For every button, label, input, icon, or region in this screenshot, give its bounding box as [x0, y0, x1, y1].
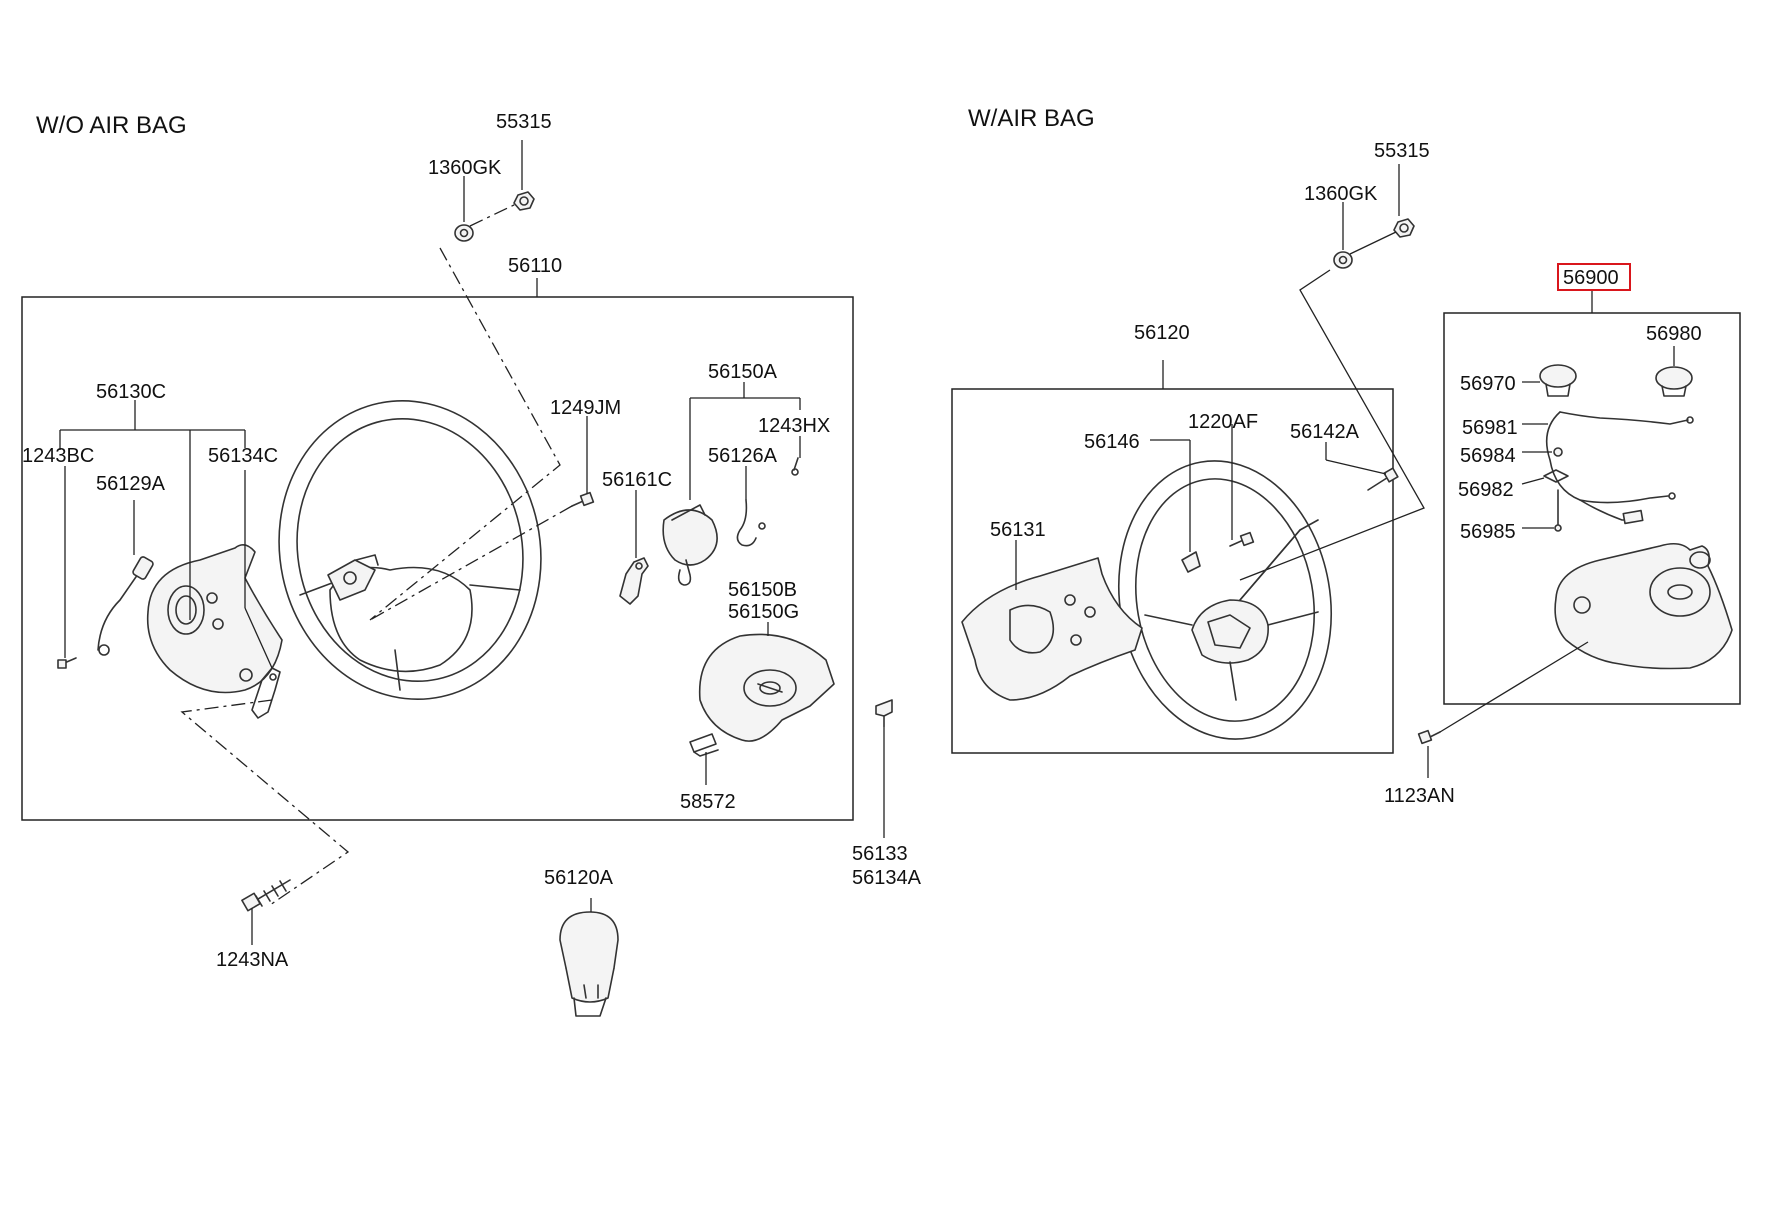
label-56126a: 56126A [708, 445, 778, 467]
nut-55315-right-part [1393, 218, 1415, 238]
horn-button-56980-part [1655, 366, 1693, 397]
nut-55315-part [513, 191, 535, 211]
label-56129a: 56129A [96, 473, 166, 495]
label-56120a: 56120A [544, 867, 614, 889]
right-assembly-group: 55315 1360GK 56120 56146 1220AF 56142A 5… [951, 140, 1741, 807]
label-56150g: 56150G [728, 601, 799, 623]
back-cover-56131-part [961, 557, 1143, 701]
label-56900: 56900 [1563, 267, 1619, 289]
label-56133: 56133 [852, 843, 908, 865]
label-56134a: 56134A [852, 867, 922, 889]
label-56146: 56146 [1084, 431, 1140, 453]
cover-56130c-part [146, 544, 283, 694]
spinner-knob-56120a-part [559, 911, 619, 1017]
label-56981: 56981 [1462, 417, 1518, 439]
screw-1243hx-part [791, 457, 799, 476]
label-1243bc: 1243BC [22, 445, 94, 467]
steering-wheel-56120-part [1117, 460, 1333, 740]
wire-56126a-part [736, 499, 766, 547]
label-58572: 58572 [680, 791, 736, 813]
horn-contact-56129a-part [97, 556, 154, 656]
steering-wheel-56110-part [278, 400, 542, 700]
label-1360gk-right: 1360GK [1304, 183, 1378, 205]
label-55315-right: 55315 [1374, 140, 1430, 162]
label-56134c: 56134C [208, 445, 278, 467]
label-56150b: 56150B [728, 579, 797, 601]
screw-1123an-part [1417, 729, 1441, 745]
screw-56142a-part [1367, 467, 1399, 491]
clip-56133-part [875, 699, 893, 727]
label-56130c: 56130C [96, 381, 166, 403]
bracket-56134c-part [251, 667, 281, 719]
screw-1243na-part [241, 879, 291, 912]
section-title-with-airbag: W/AIR BAG [968, 105, 1095, 132]
bracket-56982-part [1543, 469, 1569, 483]
label-56142a: 56142A [1290, 421, 1360, 443]
airbag-module-56900-part [1554, 542, 1733, 670]
screw-1243bc-part [57, 657, 77, 669]
label-56985: 56985 [1460, 521, 1516, 543]
horn-pad-56150b-part [698, 633, 835, 742]
clock-spring-56150a-part [662, 504, 718, 586]
highlight-box-56900 [1557, 263, 1631, 291]
label-56970: 56970 [1460, 373, 1516, 395]
label-1249jm: 1249JM [550, 397, 621, 419]
horn-button-56970-part [1539, 364, 1577, 397]
washer-1360gk-part [454, 224, 474, 242]
label-1123an: 1123AN [1384, 785, 1455, 807]
label-56161c: 56161C [602, 469, 672, 491]
clip-58572-part [689, 733, 719, 757]
label-1243hx: 1243HX [758, 415, 830, 437]
clip-56146-part [1181, 551, 1201, 573]
label-56150a: 56150A [708, 361, 778, 383]
label-56982: 56982 [1458, 479, 1514, 501]
label-1243na: 1243NA [216, 949, 289, 971]
label-56131: 56131 [990, 519, 1046, 541]
label-1220af: 1220AF [1188, 411, 1258, 433]
assembly-box-56120 [951, 388, 1394, 754]
label-56120: 56120 [1134, 322, 1190, 344]
bracket-56161c-part [619, 557, 649, 605]
bolt-1249jm-part [571, 491, 595, 507]
assembly-box-56110 [21, 296, 854, 821]
washer-1360gk-right-part [1333, 251, 1353, 269]
label-1360gk-left: 1360GK [428, 157, 502, 179]
wiring-harness-56981-part [1545, 411, 1694, 525]
screw-56984-part [1553, 447, 1563, 457]
label-56984: 56984 [1460, 445, 1516, 467]
bolt-1220af-part [1229, 531, 1255, 547]
section-title-without-airbag: W/O AIR BAG [36, 112, 187, 139]
label-55315-left: 55315 [496, 111, 552, 133]
screw-56985-part [1554, 489, 1562, 532]
left-assembly-group: 55315 1360GK 56110 56130C 1243BC 56129A … [21, 111, 922, 1017]
label-56980: 56980 [1646, 323, 1702, 345]
label-56110: 56110 [508, 255, 562, 277]
